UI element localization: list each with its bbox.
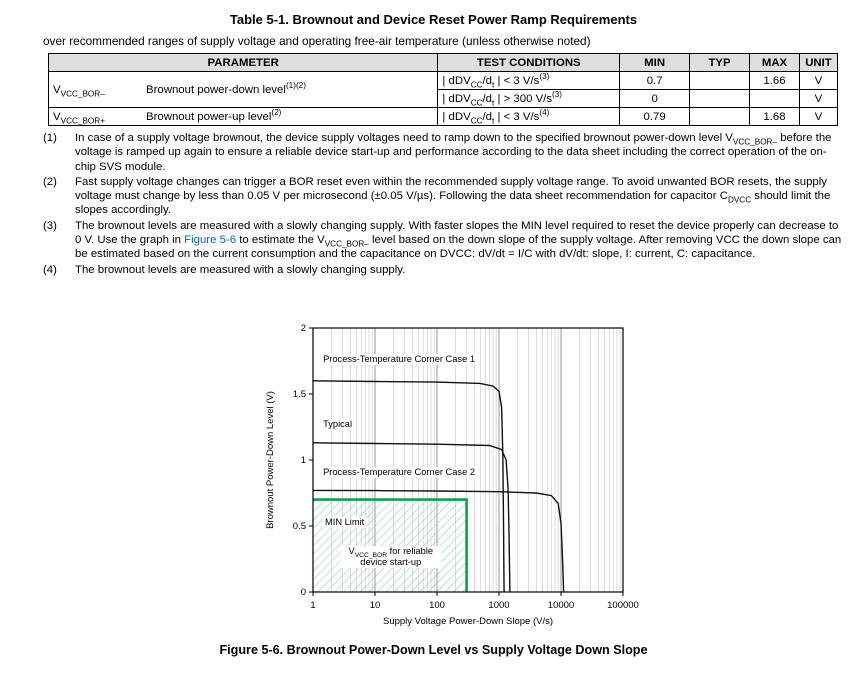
header-parameter: PARAMETER xyxy=(47,53,439,72)
svg-text:10000: 10000 xyxy=(548,600,574,611)
condition-cell: | dDVCC/dt | < 3 V/s(4) xyxy=(437,107,621,126)
header-row: PARAMETER TEST CONDITIONS MIN TYP MAX UN… xyxy=(47,53,839,72)
footnote-number: (1) xyxy=(43,132,57,144)
svg-text:1: 1 xyxy=(310,600,315,611)
svg-text:1.5: 1.5 xyxy=(293,389,306,400)
typ-cell xyxy=(689,107,751,126)
label-typical: Typical xyxy=(321,419,355,431)
label-vbor-startup: VVCC_BOR for reliable device start-up xyxy=(340,545,441,568)
header-unit: UNIT xyxy=(798,53,839,72)
min-cell: 0 xyxy=(619,89,691,108)
unit-cell: V xyxy=(798,107,839,126)
footnote-text: In case of a supply voltage brownout, th… xyxy=(75,132,832,173)
svg-text:2: 2 xyxy=(301,323,306,334)
condition-cell: | dDVCC/dt | > 300 V/s(3) xyxy=(437,89,621,108)
svg-text:0: 0 xyxy=(301,587,306,598)
footnote-number: (4) xyxy=(43,263,57,276)
param-symbol: VVCC_BOR+ xyxy=(53,110,105,125)
param-description: Brownout power-up level(2) xyxy=(146,107,282,123)
param-description: Brownout power-down level(1)(2) xyxy=(146,80,306,96)
footnotes: (1) In case of a supply voltage brownout… xyxy=(43,131,847,277)
table-row: VVCC_BOR+ Brownout power-up level(2) | dD… xyxy=(47,107,839,126)
svg-text:1000: 1000 xyxy=(488,600,509,611)
param-symbol: VVCC_BOR– xyxy=(53,83,105,98)
figure-5-6-link[interactable]: Figure 5-6 xyxy=(184,234,237,247)
footnote-text: Fast supply voltage changes can trigger … xyxy=(75,175,831,217)
footnote-number: (3) xyxy=(43,219,57,232)
param-cell-vbor-plus: VVCC_BOR+ Brownout power-up level(2) xyxy=(47,107,439,126)
label-corner-case-2: Process-Temperature Corner Case 2 xyxy=(321,466,478,478)
figure-caption: Figure 5-6. Brownout Power-Down Level vs… xyxy=(219,643,648,657)
svg-text:Supply Voltage Power-Down Slop: Supply Voltage Power-Down Slope (V/s) xyxy=(383,616,553,627)
header-test-conditions: TEST CONDITIONS xyxy=(437,53,621,72)
condition-cell: | dDVCC/dt | < 3 V/s(3) xyxy=(437,71,621,90)
table-row: VVCC_BOR– Brownout power-down level(1)(2)… xyxy=(47,71,839,108)
header-max: MAX xyxy=(749,53,800,72)
typ-cell xyxy=(689,89,751,108)
table-condition-note: over recommended ranges of supply voltag… xyxy=(43,34,591,48)
svg-text:Brownout Power-Down Level (V): Brownout Power-Down Level (V) xyxy=(265,391,276,529)
typ-cell xyxy=(689,71,751,90)
svg-text:100: 100 xyxy=(429,600,445,611)
header-typ: TYP xyxy=(689,53,751,72)
label-min-limit: MIN Limit xyxy=(323,516,367,528)
svg-text:1: 1 xyxy=(301,455,306,466)
svg-text:10: 10 xyxy=(370,600,381,611)
footnote-1: (1) In case of a supply voltage brownout… xyxy=(43,131,847,174)
table-row: | dDVCC/dt | > 300 V/s(3) 0 V xyxy=(49,89,839,108)
min-cell: 0.79 xyxy=(619,107,691,126)
unit-cell: V xyxy=(798,71,839,90)
svg-text:100000: 100000 xyxy=(607,600,639,611)
footnote-number: (2) xyxy=(43,175,57,188)
unit-cell: V xyxy=(798,89,839,108)
table-title: Table 5-1. Brownout and Device Reset Pow… xyxy=(229,12,638,27)
footnote-3: (3) The brownout levels are measured wit… xyxy=(43,219,847,262)
footnote-4: (4) The brownout levels are measured wit… xyxy=(43,263,847,277)
footnote-text: The brownout levels are measured with a … xyxy=(75,219,842,261)
param-cell-vbor-minus: VVCC_BOR– Brownout power-down level(1)(2) xyxy=(47,71,439,108)
svg-text:0.5: 0.5 xyxy=(293,521,306,532)
spec-table: PARAMETER TEST CONDITIONS MIN TYP MAX UN… xyxy=(47,53,839,126)
label-corner-case-1: Process-Temperature Corner Case 1 xyxy=(321,354,478,366)
max-cell xyxy=(749,89,800,108)
min-cell: 0.7 xyxy=(619,71,691,90)
max-cell: 1.66 xyxy=(749,71,800,90)
footnote-text: The brownout levels are measured with a … xyxy=(75,263,406,276)
footnote-2: (2) Fast supply voltage changes can trig… xyxy=(43,175,847,218)
max-cell: 1.68 xyxy=(749,107,800,126)
header-min: MIN xyxy=(619,53,691,72)
